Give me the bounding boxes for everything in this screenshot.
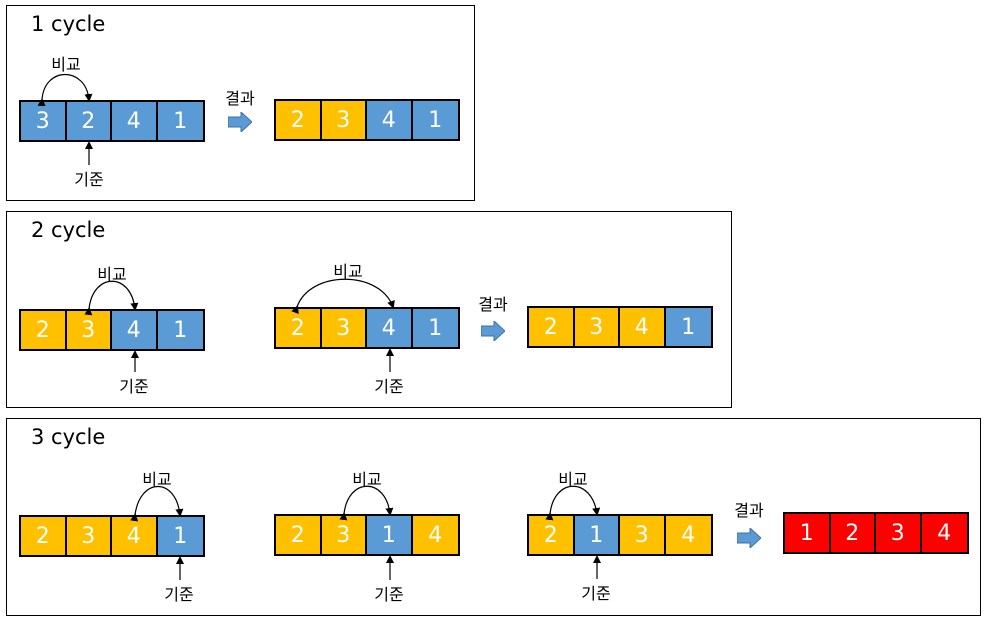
array-cell: 3 xyxy=(321,309,367,347)
array-cell: 1 xyxy=(665,308,711,346)
array-cell: 4 xyxy=(412,516,458,554)
pivot-label: 기준 xyxy=(119,377,149,396)
array-cell: 2 xyxy=(276,101,322,139)
cycle-3-array-3: 2 1 3 4 xyxy=(527,514,713,556)
result-label: 결과 xyxy=(225,89,255,108)
cycle-3-title: 3 cycle xyxy=(31,425,106,449)
cycle-2-result-array: 2 3 4 1 xyxy=(527,306,713,348)
array-cell: 4 xyxy=(367,309,413,347)
compare-label: 비교 xyxy=(558,470,588,489)
cycle-1-array-1: 3 2 4 1 xyxy=(19,100,205,142)
compare-label: 비교 xyxy=(333,262,363,281)
array-cell: 1 xyxy=(157,517,203,555)
cycle-3-array-2: 2 3 1 4 xyxy=(274,514,460,556)
array-cell: 3 xyxy=(876,514,922,552)
compare-label: 비교 xyxy=(51,55,81,74)
array-cell: 2 xyxy=(529,516,575,554)
cycle-2-array-2: 2 3 4 1 xyxy=(274,307,460,349)
cycle-2-array-1: 2 3 4 1 xyxy=(19,309,205,351)
compare-label: 비교 xyxy=(142,470,172,489)
array-cell: 2 xyxy=(66,102,112,140)
array-cell: 1 xyxy=(367,516,413,554)
compare-label: 비교 xyxy=(352,470,382,489)
array-cell: 3 xyxy=(574,308,620,346)
array-cell: 2 xyxy=(276,516,322,554)
array-cell: 3 xyxy=(321,516,367,554)
array-cell: 4 xyxy=(921,514,967,552)
array-cell: 1 xyxy=(785,514,831,552)
cycle-3-result-array: 1 2 3 4 xyxy=(783,512,969,554)
array-cell: 3 xyxy=(66,517,112,555)
array-cell: 4 xyxy=(112,517,158,555)
array-cell: 1 xyxy=(157,311,203,349)
cycle-1-title: 1 cycle xyxy=(31,12,106,36)
array-cell: 4 xyxy=(112,311,158,349)
cycle-1-result-array: 2 3 4 1 xyxy=(274,99,460,141)
array-cell: 2 xyxy=(21,311,67,349)
cycle-2-title: 2 cycle xyxy=(31,218,106,242)
result-arrow-icon xyxy=(737,528,761,548)
result-arrow-icon xyxy=(481,321,505,341)
array-cell: 3 xyxy=(66,311,112,349)
array-cell: 4 xyxy=(367,101,413,139)
array-cell: 2 xyxy=(529,308,575,346)
array-cell: 4 xyxy=(112,102,158,140)
compare-label: 비교 xyxy=(97,265,127,284)
pivot-label: 기준 xyxy=(74,170,104,189)
array-cell: 1 xyxy=(574,516,620,554)
pivot-label: 기준 xyxy=(374,585,404,604)
pivot-label: 기준 xyxy=(581,584,611,603)
result-label: 결과 xyxy=(478,295,508,314)
result-arrow-icon xyxy=(228,112,252,132)
array-cell: 3 xyxy=(620,516,666,554)
pivot-label: 기준 xyxy=(374,377,404,396)
cycle-3-array-1: 2 3 4 1 xyxy=(19,515,205,557)
array-cell: 3 xyxy=(321,101,367,139)
array-cell: 2 xyxy=(21,517,67,555)
array-cell: 1 xyxy=(157,102,203,140)
array-cell: 4 xyxy=(620,308,666,346)
pivot-label: 기준 xyxy=(164,585,194,604)
array-cell: 3 xyxy=(21,102,67,140)
result-label: 결과 xyxy=(734,501,764,520)
array-cell: 1 xyxy=(412,101,458,139)
array-cell: 4 xyxy=(665,516,711,554)
array-cell: 2 xyxy=(830,514,876,552)
array-cell: 1 xyxy=(412,309,458,347)
array-cell: 2 xyxy=(276,309,322,347)
